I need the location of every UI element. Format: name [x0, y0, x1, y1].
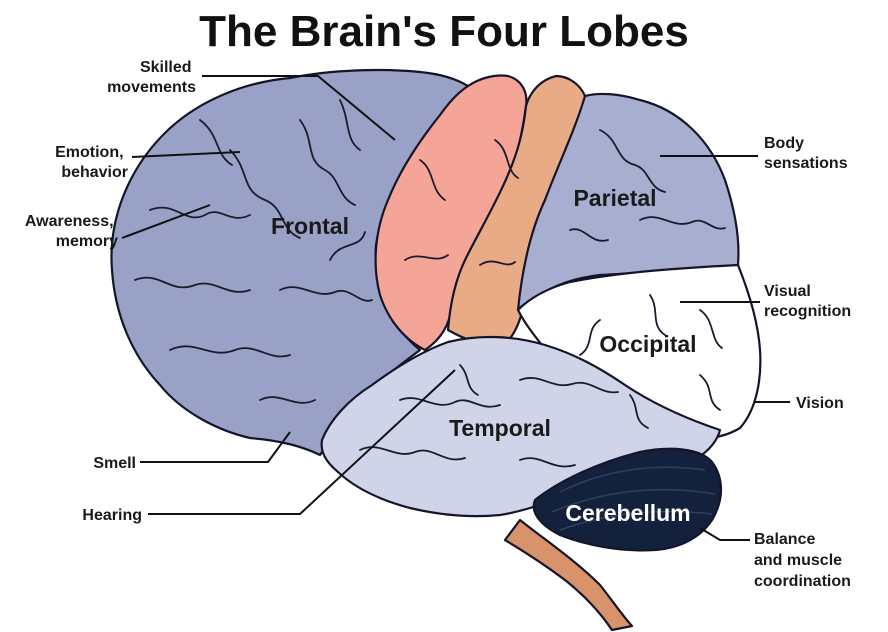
callout-vision: Vision [796, 395, 844, 412]
callout-visual-recognition: Visual recognition [764, 283, 851, 320]
callout-body-sensations: Body sensations [764, 135, 848, 172]
callout-awareness-memory: Awareness, memory [25, 213, 118, 250]
callout-balance-coordination: Balance and muscle coordination [754, 531, 851, 590]
occipital-label: Occipital [599, 331, 696, 357]
temporal-label: Temporal [449, 415, 551, 441]
callout-skilled-movements: Skilled movements [107, 59, 196, 96]
callout-smell: Smell [93, 455, 136, 472]
frontal-label: Frontal [271, 213, 349, 239]
diagram-title: The Brain's Four Lobes [199, 7, 689, 56]
cerebellum-label: Cerebellum [565, 500, 690, 526]
parietal-label: Parietal [573, 185, 656, 211]
callout-hearing: Hearing [82, 507, 142, 524]
callout-emotion-behavior: Emotion, behavior [55, 144, 128, 181]
